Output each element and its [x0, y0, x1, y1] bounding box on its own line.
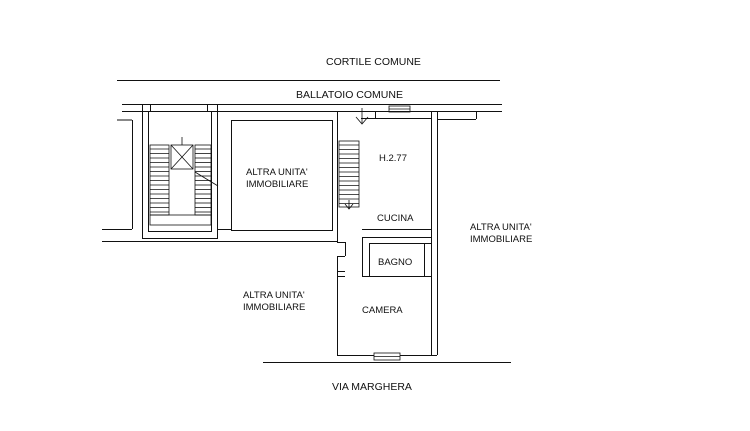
- room-height-label: H.2.77: [379, 153, 407, 164]
- bathroom-label: BAGNO: [378, 257, 412, 268]
- unit-upper-left-label-2: IMMOBILIARE: [246, 179, 308, 190]
- entrance-arrow-icon: [355, 108, 369, 125]
- unit-upper-left: [102, 120, 337, 242]
- street-facade: [263, 352, 511, 363]
- unit-right-boundary: [437, 111, 502, 120]
- internal-stair: [338, 140, 360, 210]
- unit-right-label-1: ALTRA UNITA': [470, 222, 532, 233]
- left-building-edge: [102, 119, 133, 230]
- balcony-label: BALLATOIO COMUNE: [296, 89, 403, 101]
- unit-right-label-2: IMMOBILIARE: [470, 234, 532, 245]
- unit-lower-left-label-1: ALTRA UNITA': [243, 290, 305, 301]
- street-label: VIA MARGHERA: [332, 381, 412, 393]
- interior-partitions: [337, 229, 431, 277]
- courtyard-label: CORTILE COMUNE: [326, 56, 421, 68]
- balcony-lines: [122, 104, 502, 112]
- bedroom-label: CAMERA: [362, 305, 403, 316]
- apartment-walls: [337, 105, 438, 355]
- kitchen-label: CUCINA: [377, 213, 414, 224]
- unit-lower-left-label-2: IMMOBILIARE: [243, 302, 305, 313]
- stairwell-left: [142, 104, 219, 239]
- unit-upper-left-label-1: ALTRA UNITA': [246, 167, 308, 178]
